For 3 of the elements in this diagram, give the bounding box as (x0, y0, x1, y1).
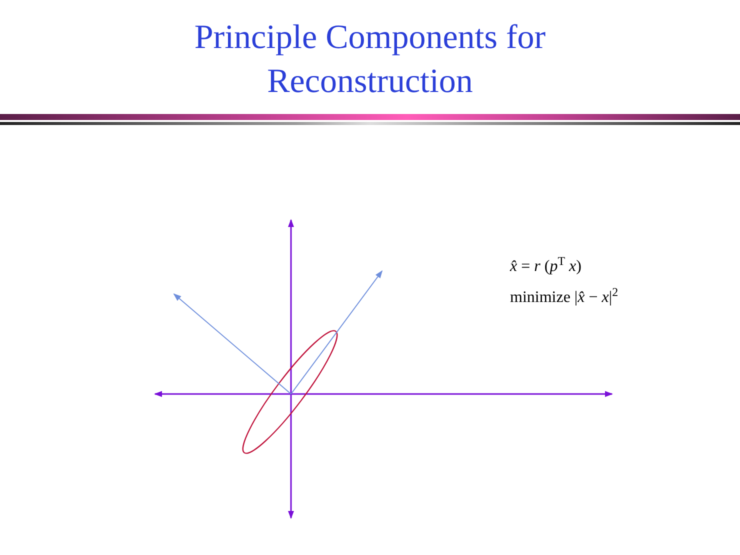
formula-text: minimize |x̂ − x|$^{2}$ (510, 286, 618, 308)
slide-title: Principle Components for Reconstruction (193, 18, 547, 102)
formula-text: x̂ = r (p$^{T}$ x) (510, 255, 582, 277)
